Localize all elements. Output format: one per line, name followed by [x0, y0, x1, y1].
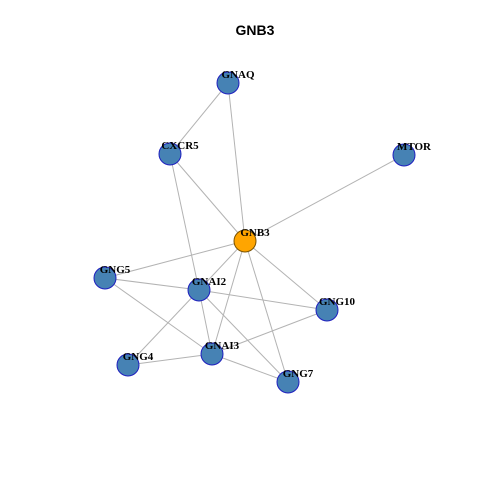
- node-circle-gnaq: [216, 71, 240, 95]
- node-gnb3: GNB3: [233, 227, 270, 253]
- node-layer: GNAQ CXCR5 MTOR GNB3GNG5GNAI2GNG10GNAI3GNG4…: [93, 69, 432, 394]
- edge-gnaq-gnb3: [227, 82, 246, 242]
- diagram-title: GNB3: [236, 22, 275, 38]
- node-circle-gng5: [93, 266, 117, 290]
- node-circle-gnai3: [200, 342, 224, 366]
- edge-gnb3-gng10: [244, 240, 328, 311]
- node-circle-gng7: [276, 370, 300, 394]
- node-label-gnaq: GNAQ: [222, 69, 255, 81]
- edge-gng5-gnai2: [104, 277, 200, 291]
- node-circle-cxcr5: [158, 142, 182, 166]
- node-label-gng10: GNG10: [319, 296, 356, 308]
- node-label-gnb3: GNB3: [240, 227, 270, 239]
- node-circle-mtor: [392, 143, 416, 167]
- edge-gng10-gnai3: [211, 309, 328, 355]
- node-circle-gng10: [315, 298, 339, 322]
- edge-cxcr5-gnai2: [169, 153, 200, 291]
- edge-gnaq-cxcr5: [169, 82, 229, 155]
- node-gng5: GNG5: [93, 264, 131, 290]
- edge-gnb3-gng5: [104, 240, 246, 279]
- node-label-gng4: GNG4: [123, 351, 154, 363]
- edge-mtor-gnb3: [244, 154, 405, 242]
- node-circle-gnb3: [233, 229, 257, 253]
- node-gng7: GNG7: [276, 368, 314, 394]
- edge-gnai2-gng10: [198, 289, 328, 311]
- node-mtor: MTOR: [392, 141, 432, 167]
- edge-cxcr5-gnb3: [169, 153, 246, 242]
- node-gnai2: GNAI2: [187, 276, 227, 302]
- edge-gnb3-gnai3: [211, 240, 246, 355]
- node-label-gng7: GNG7: [283, 368, 314, 380]
- node-label-gnai2: GNAI2: [192, 276, 227, 288]
- edge-gnai2-gng4: [127, 289, 200, 366]
- edge-gnb3-gng7: [244, 240, 289, 383]
- node-gng10: GNG10: [315, 296, 356, 322]
- node-cxcr5: CXCR5: [158, 140, 199, 166]
- node-label-cxcr5: CXCR5: [161, 140, 199, 152]
- node-circle-gng4: [116, 353, 140, 377]
- node-gng4: GNG4: [116, 351, 154, 377]
- edge-gng5-gnai3: [104, 277, 213, 355]
- node-label-gng5: GNG5: [100, 264, 131, 276]
- node-label-gnai3: GNAI3: [205, 340, 240, 352]
- edge-layer: [104, 82, 405, 383]
- edge-gnai2-gng7: [198, 289, 289, 383]
- edge-gnai3-gng7: [211, 353, 289, 383]
- node-gnai3: GNAI3: [200, 340, 240, 366]
- node-circle-gnai2: [187, 278, 211, 302]
- node-gnaq: GNAQ: [216, 69, 255, 95]
- node-label-mtor: MTOR: [397, 141, 432, 153]
- edge-gnai3-gng4: [127, 353, 213, 366]
